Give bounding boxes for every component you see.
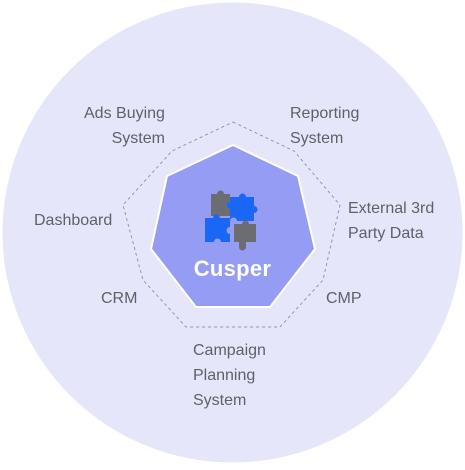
puzzle-pieces-icon	[205, 190, 258, 251]
node-label-line: CMP	[326, 290, 362, 307]
node-label-line: System	[193, 392, 247, 409]
node-reporting-system: Reporting System	[290, 101, 359, 151]
node-label-line: Ads Buying	[84, 105, 165, 122]
node-cmp: CMP	[326, 286, 362, 311]
node-label-line: Party Data	[348, 225, 424, 242]
node-label-line: System	[290, 130, 344, 147]
node-crm: CRM	[101, 286, 137, 311]
dashed-heptagon-outline	[122, 121, 341, 328]
center-heptagon	[150, 144, 316, 308]
node-label-line: Planning	[193, 367, 256, 384]
node-label-line: System	[111, 130, 165, 147]
node-external-3rd-party-data: External 3rd Party Data	[348, 196, 434, 246]
node-label-line: Dashboard	[34, 212, 113, 229]
node-label-line: Campaign	[193, 342, 266, 359]
node-label-line: Reporting	[290, 105, 360, 122]
center-label: Cusper	[193, 256, 272, 281]
node-label-line: CRM	[101, 290, 138, 307]
node-ads-buying-system: Ads Buying System	[84, 101, 165, 151]
node-campaign-planning-system: Campaign Planning System	[193, 338, 266, 413]
node-label-line: External 3rd	[348, 200, 435, 217]
node-dashboard: Dashboard	[34, 208, 112, 233]
